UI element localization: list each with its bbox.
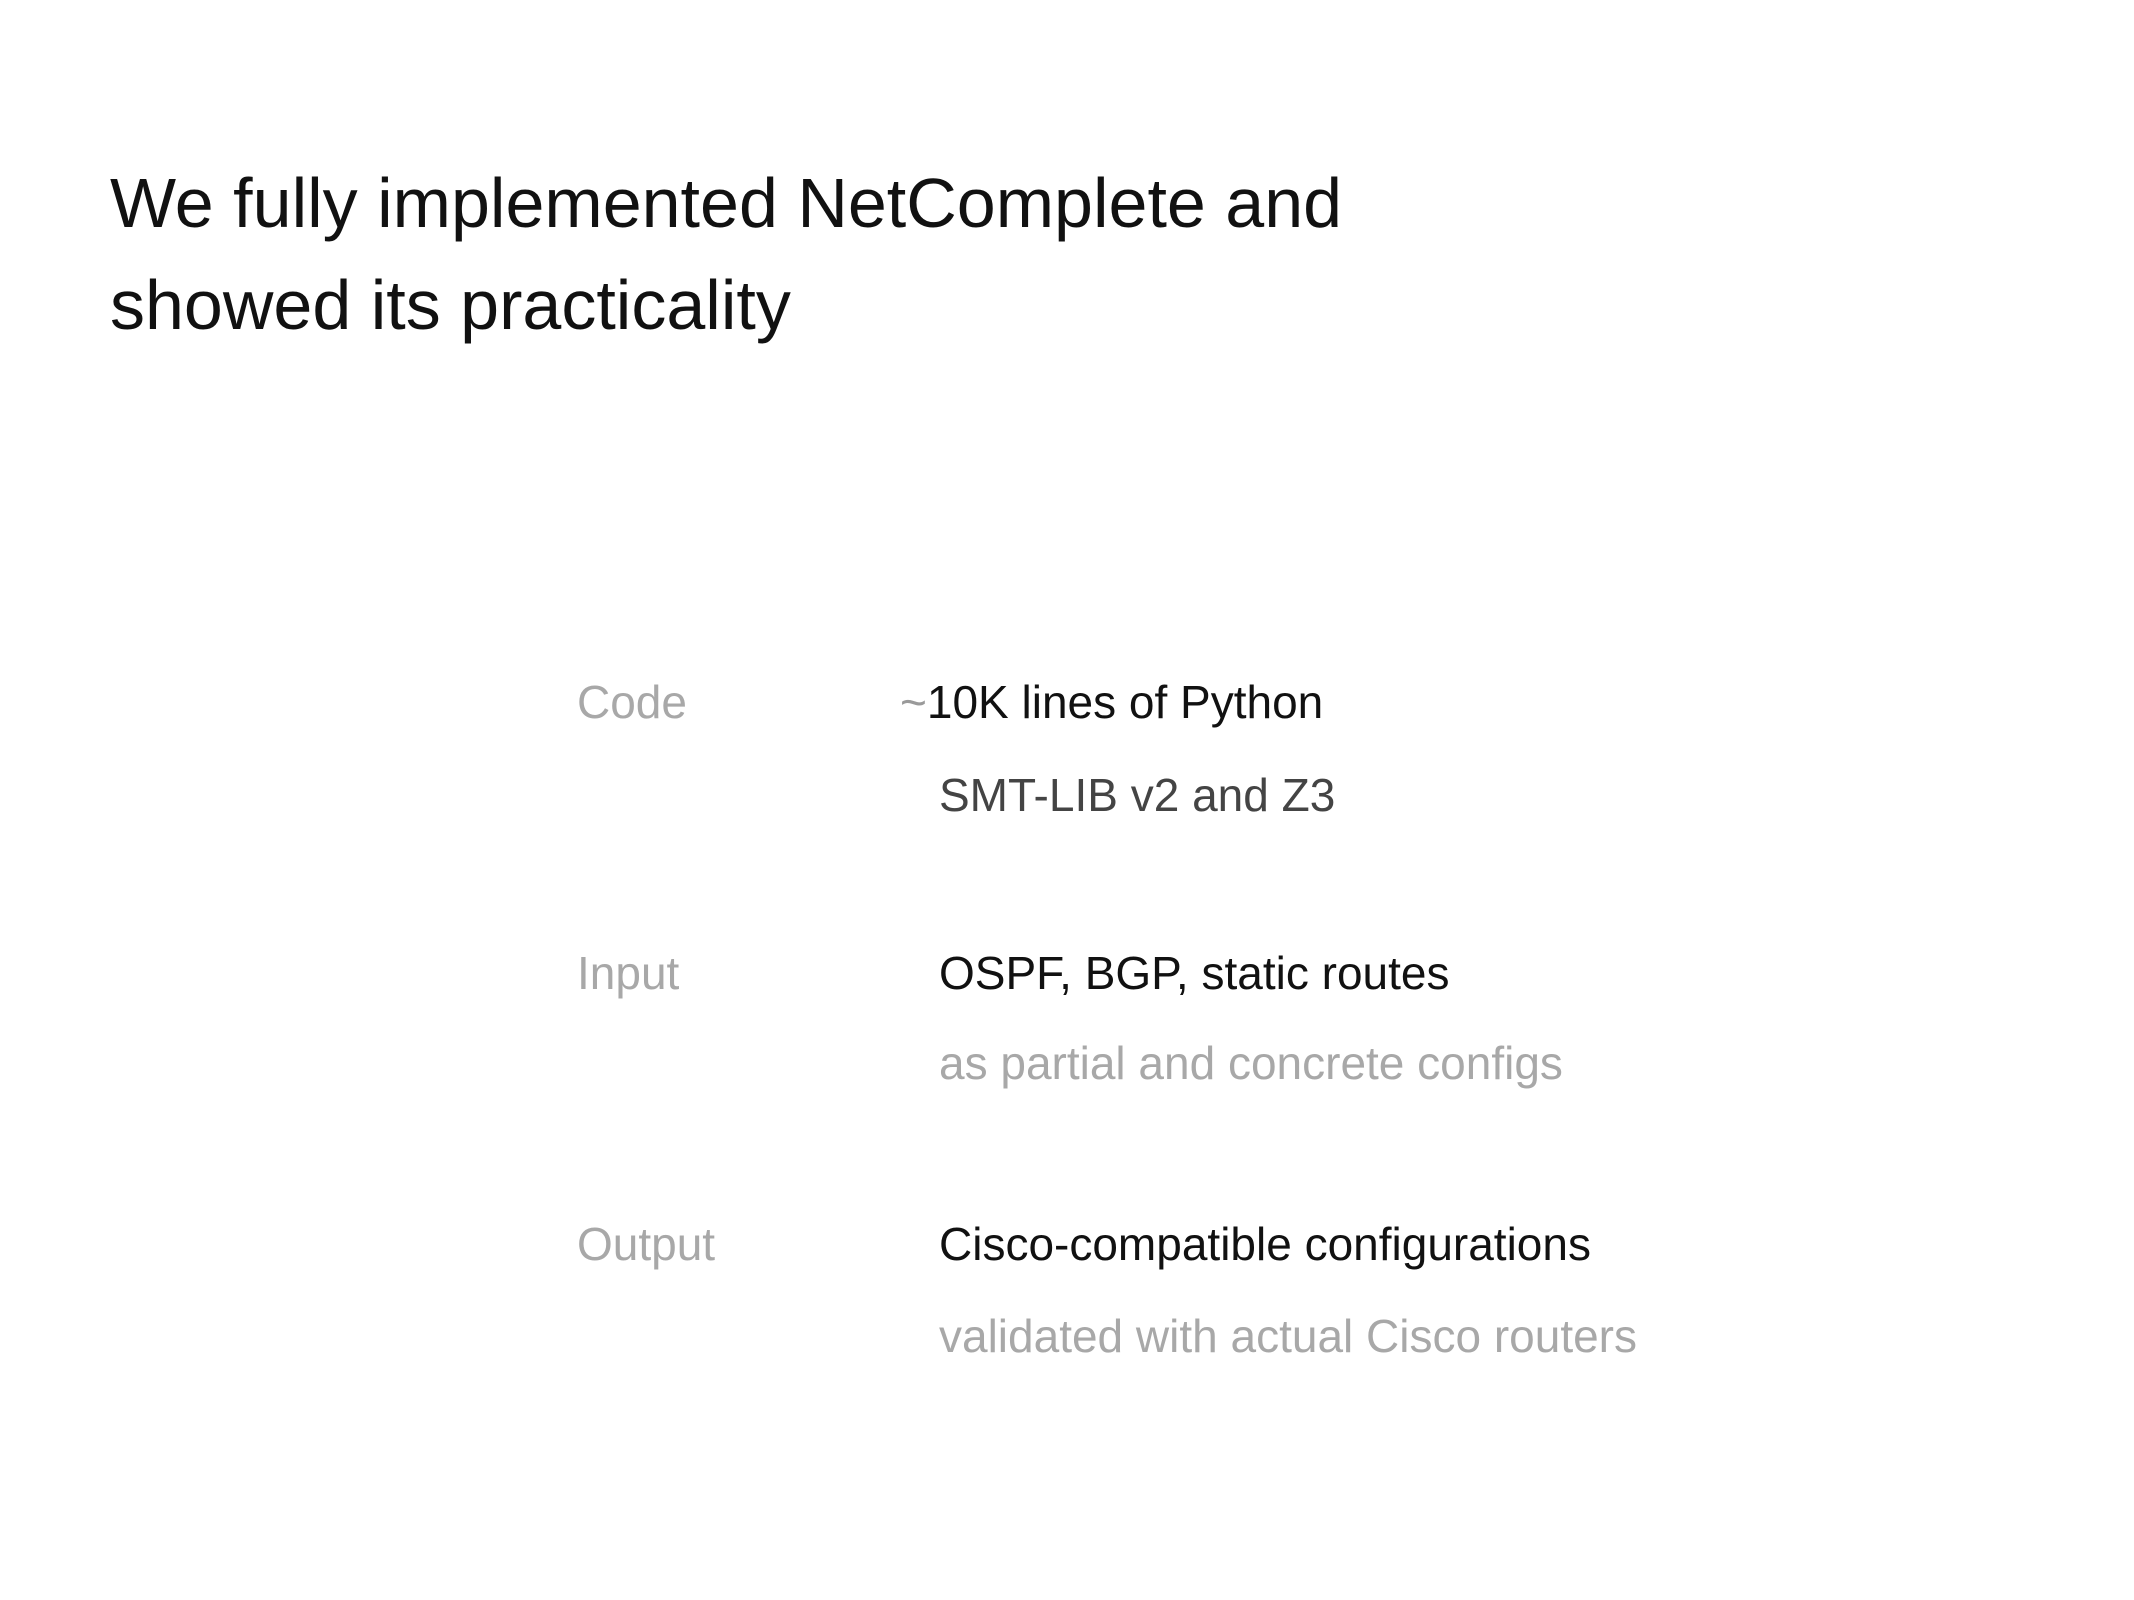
slide-title-line-1: We fully implemented NetComplete and xyxy=(110,164,1343,242)
row-value-output: Cisco-compatible configurations xyxy=(939,1218,1591,1270)
row-label-input: Input xyxy=(577,947,680,999)
row-sub-input: as partial and concrete configs xyxy=(939,1037,1563,1089)
row-label-output: Output xyxy=(577,1218,716,1270)
row-sub-code: SMT-LIB v2 and Z3 xyxy=(939,769,1336,821)
row-value-code-text: 10K lines of Python xyxy=(926,676,1324,728)
row-value-input: OSPF, BGP, static routes xyxy=(939,947,1450,999)
row-value-code: ~10K lines of Python xyxy=(900,679,1323,725)
row-label-code: Code xyxy=(577,676,687,728)
slide-title-line-2: showed its practicality xyxy=(110,266,791,344)
row-sub-output: validated with actual Cisco routers xyxy=(939,1310,1637,1362)
approx-symbol: ~ xyxy=(900,676,927,728)
